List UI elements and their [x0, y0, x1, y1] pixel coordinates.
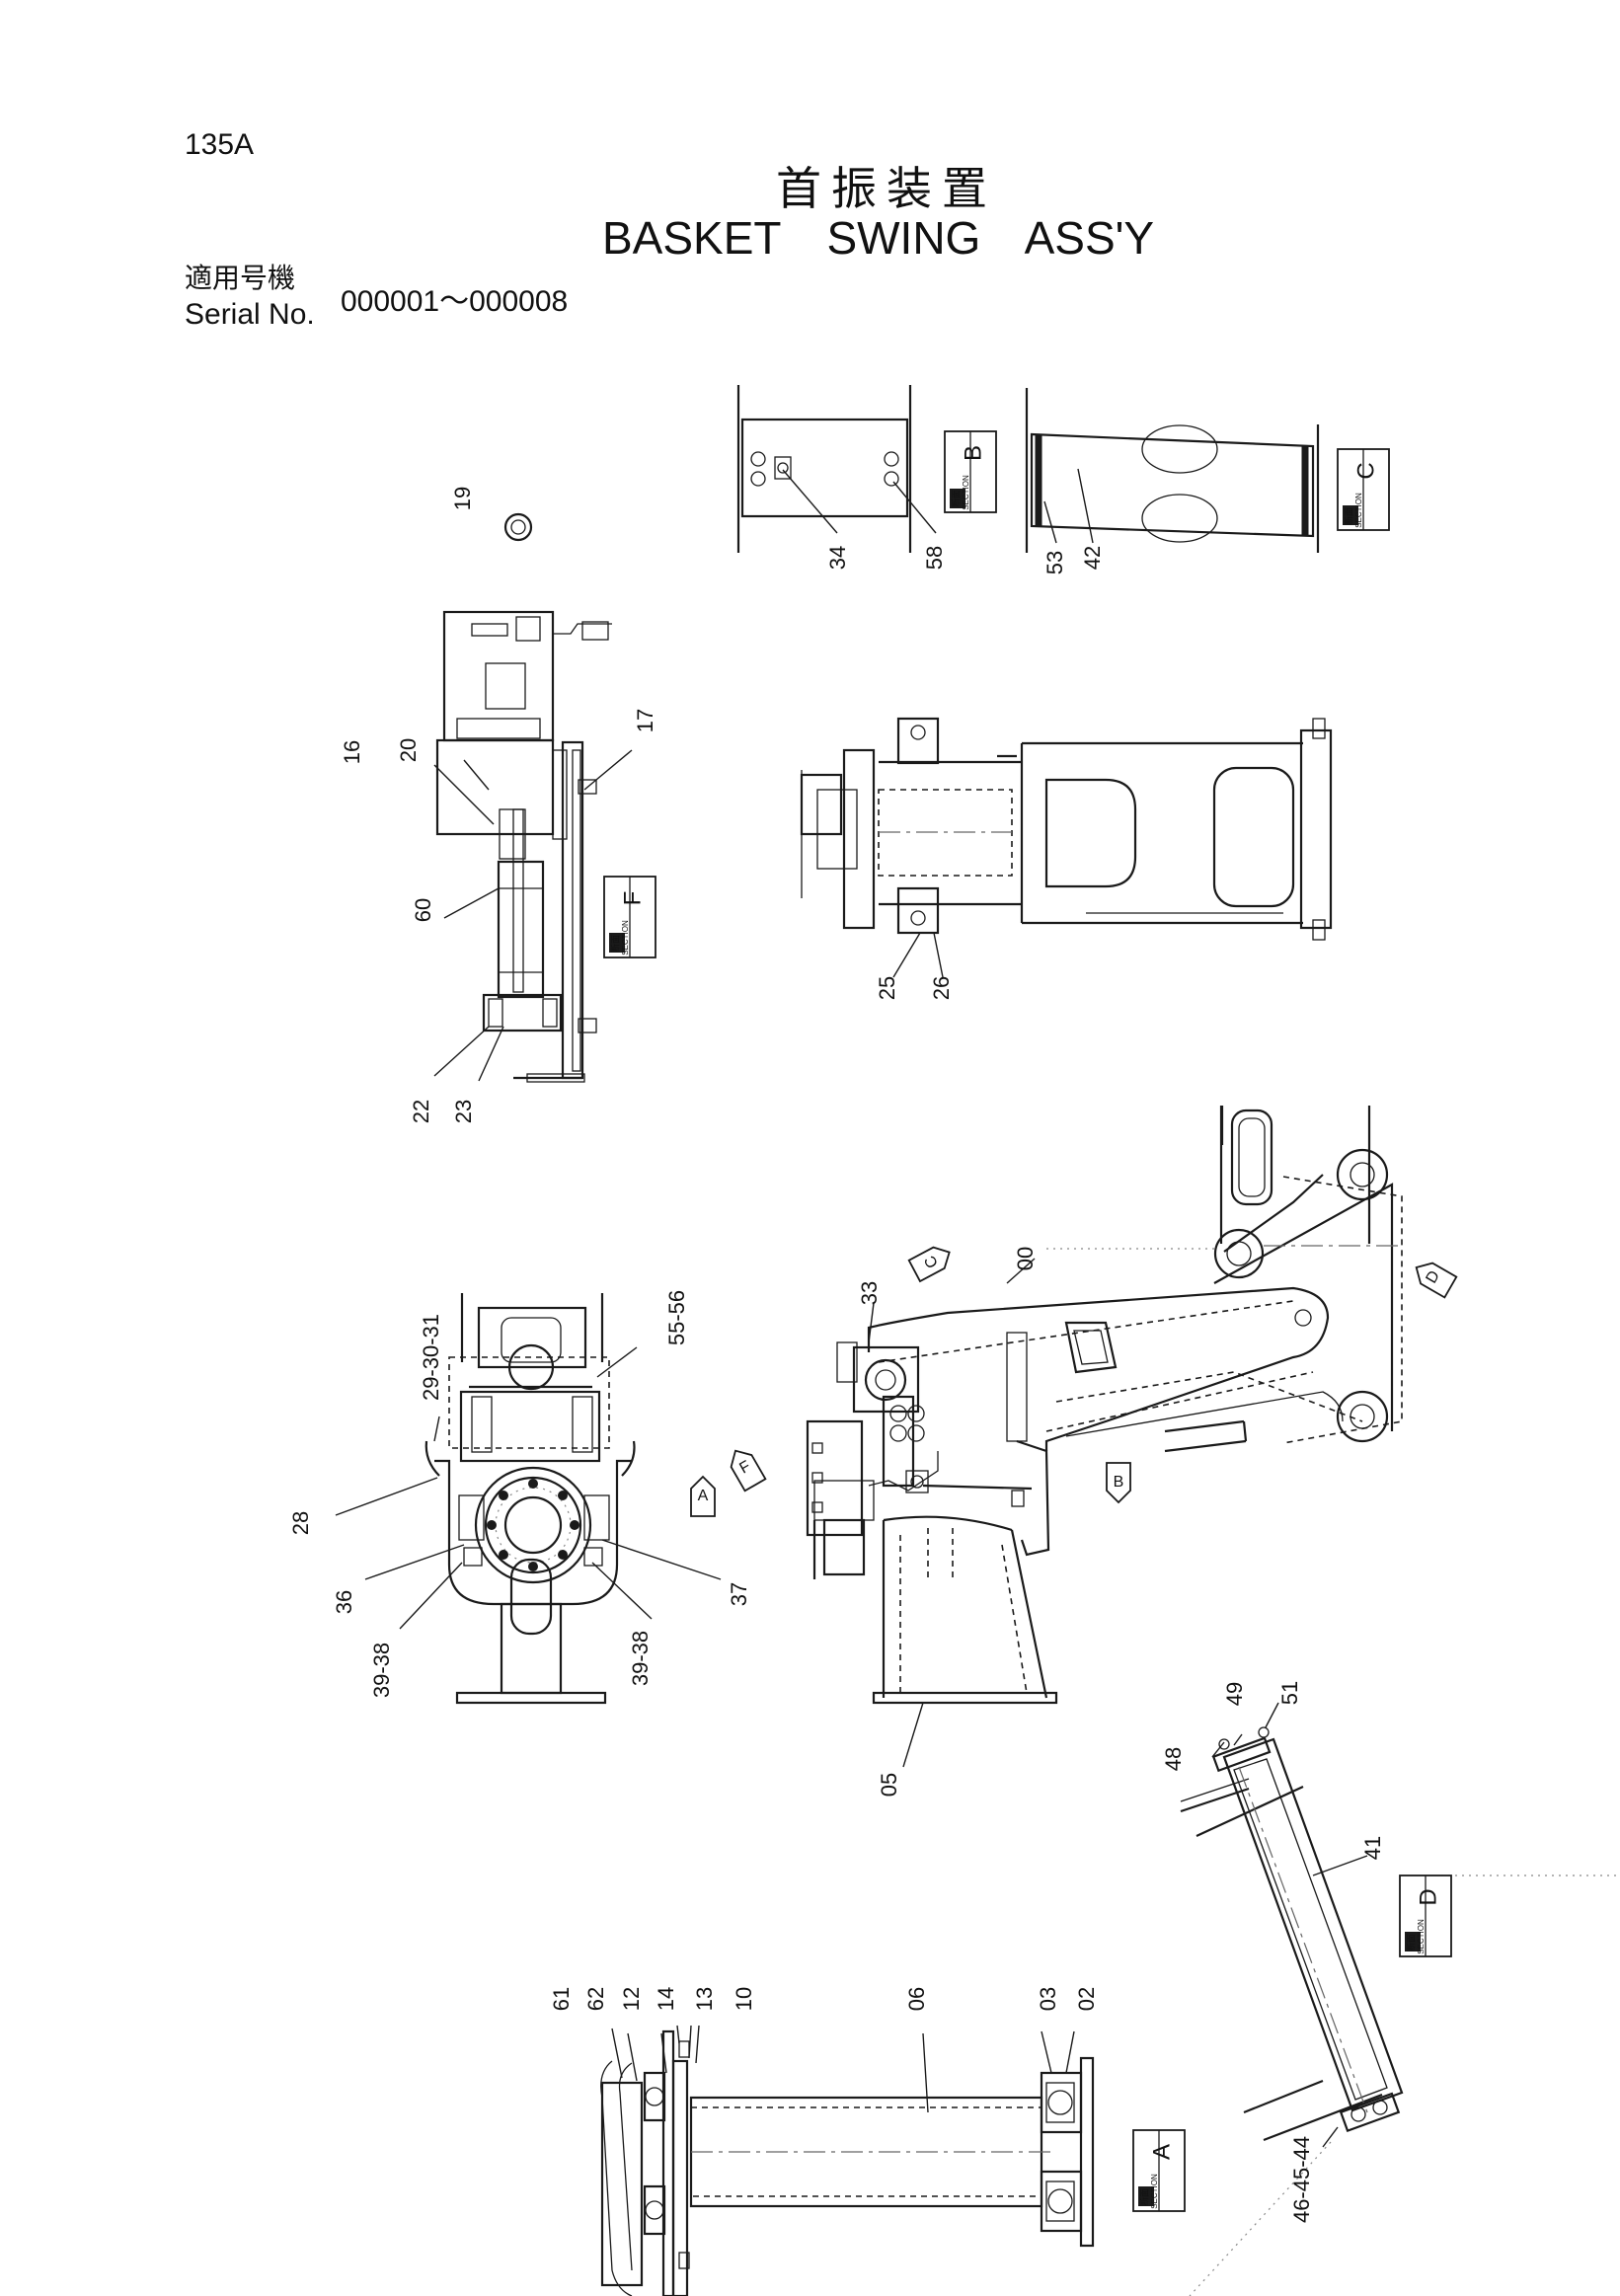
part-number-00: 00 — [1013, 1247, 1038, 1270]
section-d-detail — [1180, 1702, 1620, 2296]
view-arrows — [690, 1246, 1458, 1517]
section-f-label-letter: F — [619, 891, 646, 906]
part-number-28: 28 — [288, 1511, 313, 1535]
part-number-22: 22 — [409, 1100, 433, 1123]
section-c-label-letter: C — [1352, 462, 1379, 479]
section-d-label-kanji: 断面 — [1405, 1934, 1416, 1952]
part-number-29-30-31: 29-30-31 — [419, 1314, 443, 1401]
part-number-46-45-44: 46-45-44 — [1289, 2136, 1314, 2223]
part-number-61: 61 — [549, 1987, 574, 2011]
part-number-20: 20 — [396, 738, 421, 762]
title-english: BASKET SWING ASS'Y — [602, 212, 1155, 264]
section-d-tag — [1399, 1875, 1452, 1957]
part-number-10: 10 — [732, 1987, 756, 2011]
section-a-tag — [1132, 2129, 1186, 2212]
serial-label-japanese: 適用号機 — [185, 262, 296, 294]
section-c-detail — [1025, 388, 1390, 553]
top-view-boom-head — [800, 717, 1333, 978]
part-number-60: 60 — [411, 898, 435, 922]
section-c-label-kanji: 断面 — [1343, 507, 1353, 525]
part-number-34: 34 — [825, 546, 850, 570]
part-number-05: 05 — [877, 1773, 901, 1797]
view-arrow-c — [907, 1246, 951, 1283]
section-f-drive-unit — [433, 610, 656, 1083]
part-number-26: 26 — [929, 976, 954, 1000]
part-number-23: 23 — [451, 1100, 476, 1123]
part-number-42: 42 — [1080, 546, 1105, 570]
part-number-25: 25 — [875, 976, 899, 1000]
section-d-label-word: SECTION — [1417, 1919, 1426, 1954]
part-number-06: 06 — [904, 1987, 929, 2011]
part-number-36: 36 — [332, 1590, 356, 1614]
part-number-12: 12 — [619, 1987, 644, 2011]
section-a-label-letter: A — [1148, 2144, 1175, 2160]
section-d-label-letter: D — [1415, 1888, 1441, 1905]
section-c-label-word: SECTION — [1354, 493, 1363, 528]
section-b-label-word: SECTION — [962, 475, 970, 510]
part-number-37: 37 — [727, 1582, 751, 1606]
section-f-label-word: SECTION — [621, 920, 630, 956]
page-code: 135A — [185, 128, 255, 161]
part-19-washer — [503, 512, 533, 542]
section-b-detail — [736, 385, 997, 553]
part-number-62: 62 — [583, 1987, 608, 2011]
part-number-48: 48 — [1161, 1747, 1186, 1771]
section-a-label-word: SECTION — [1150, 2174, 1159, 2209]
section-a-label-kanji: 断面 — [1138, 2188, 1149, 2206]
side-view-boom — [806, 1106, 1403, 1768]
section-a-shaft-detail — [600, 2025, 1186, 2296]
part-number-14: 14 — [654, 1987, 678, 2011]
section-b-label-kanji: 断面 — [950, 490, 961, 507]
view-arrow-a-letter: A — [698, 1488, 709, 1504]
serial-label-english: Serial No. — [185, 298, 315, 331]
view-arrow-d — [1415, 1262, 1458, 1299]
section-c-tag — [1337, 448, 1390, 531]
part-number-33: 33 — [857, 1281, 882, 1305]
part-number-49: 49 — [1222, 1682, 1247, 1706]
view-arrow-f — [730, 1449, 767, 1492]
part-number-39-38-left: 39-38 — [369, 1643, 394, 1698]
serial-range: 000001～000008 — [341, 285, 569, 318]
part-number-58: 58 — [922, 546, 947, 570]
part-number-41: 41 — [1360, 1836, 1385, 1860]
part-number-39-38-right: 39-38 — [628, 1631, 653, 1686]
section-a-front-view — [335, 1293, 722, 1705]
part-number-17: 17 — [633, 709, 657, 732]
section-f-tag — [603, 876, 656, 958]
section-b-tag — [944, 430, 997, 513]
part-number-53: 53 — [1042, 551, 1067, 574]
part-number-55-56: 55-56 — [664, 1290, 689, 1345]
view-arrow-b-letter: B — [1114, 1474, 1124, 1491]
section-b-label-letter: B — [960, 445, 986, 461]
title-japanese: 首振装置 — [776, 162, 997, 215]
view-arrow-a — [690, 1475, 716, 1517]
view-arrow-b — [1106, 1462, 1131, 1504]
part-number-13: 13 — [692, 1987, 717, 2011]
part-number-51: 51 — [1277, 1681, 1302, 1705]
part-number-19: 19 — [450, 487, 475, 510]
part-number-02: 02 — [1074, 1987, 1099, 2011]
part-number-16: 16 — [340, 740, 364, 764]
part-number-03: 03 — [1036, 1987, 1060, 2011]
section-f-label-kanji: 断面 — [609, 935, 620, 953]
